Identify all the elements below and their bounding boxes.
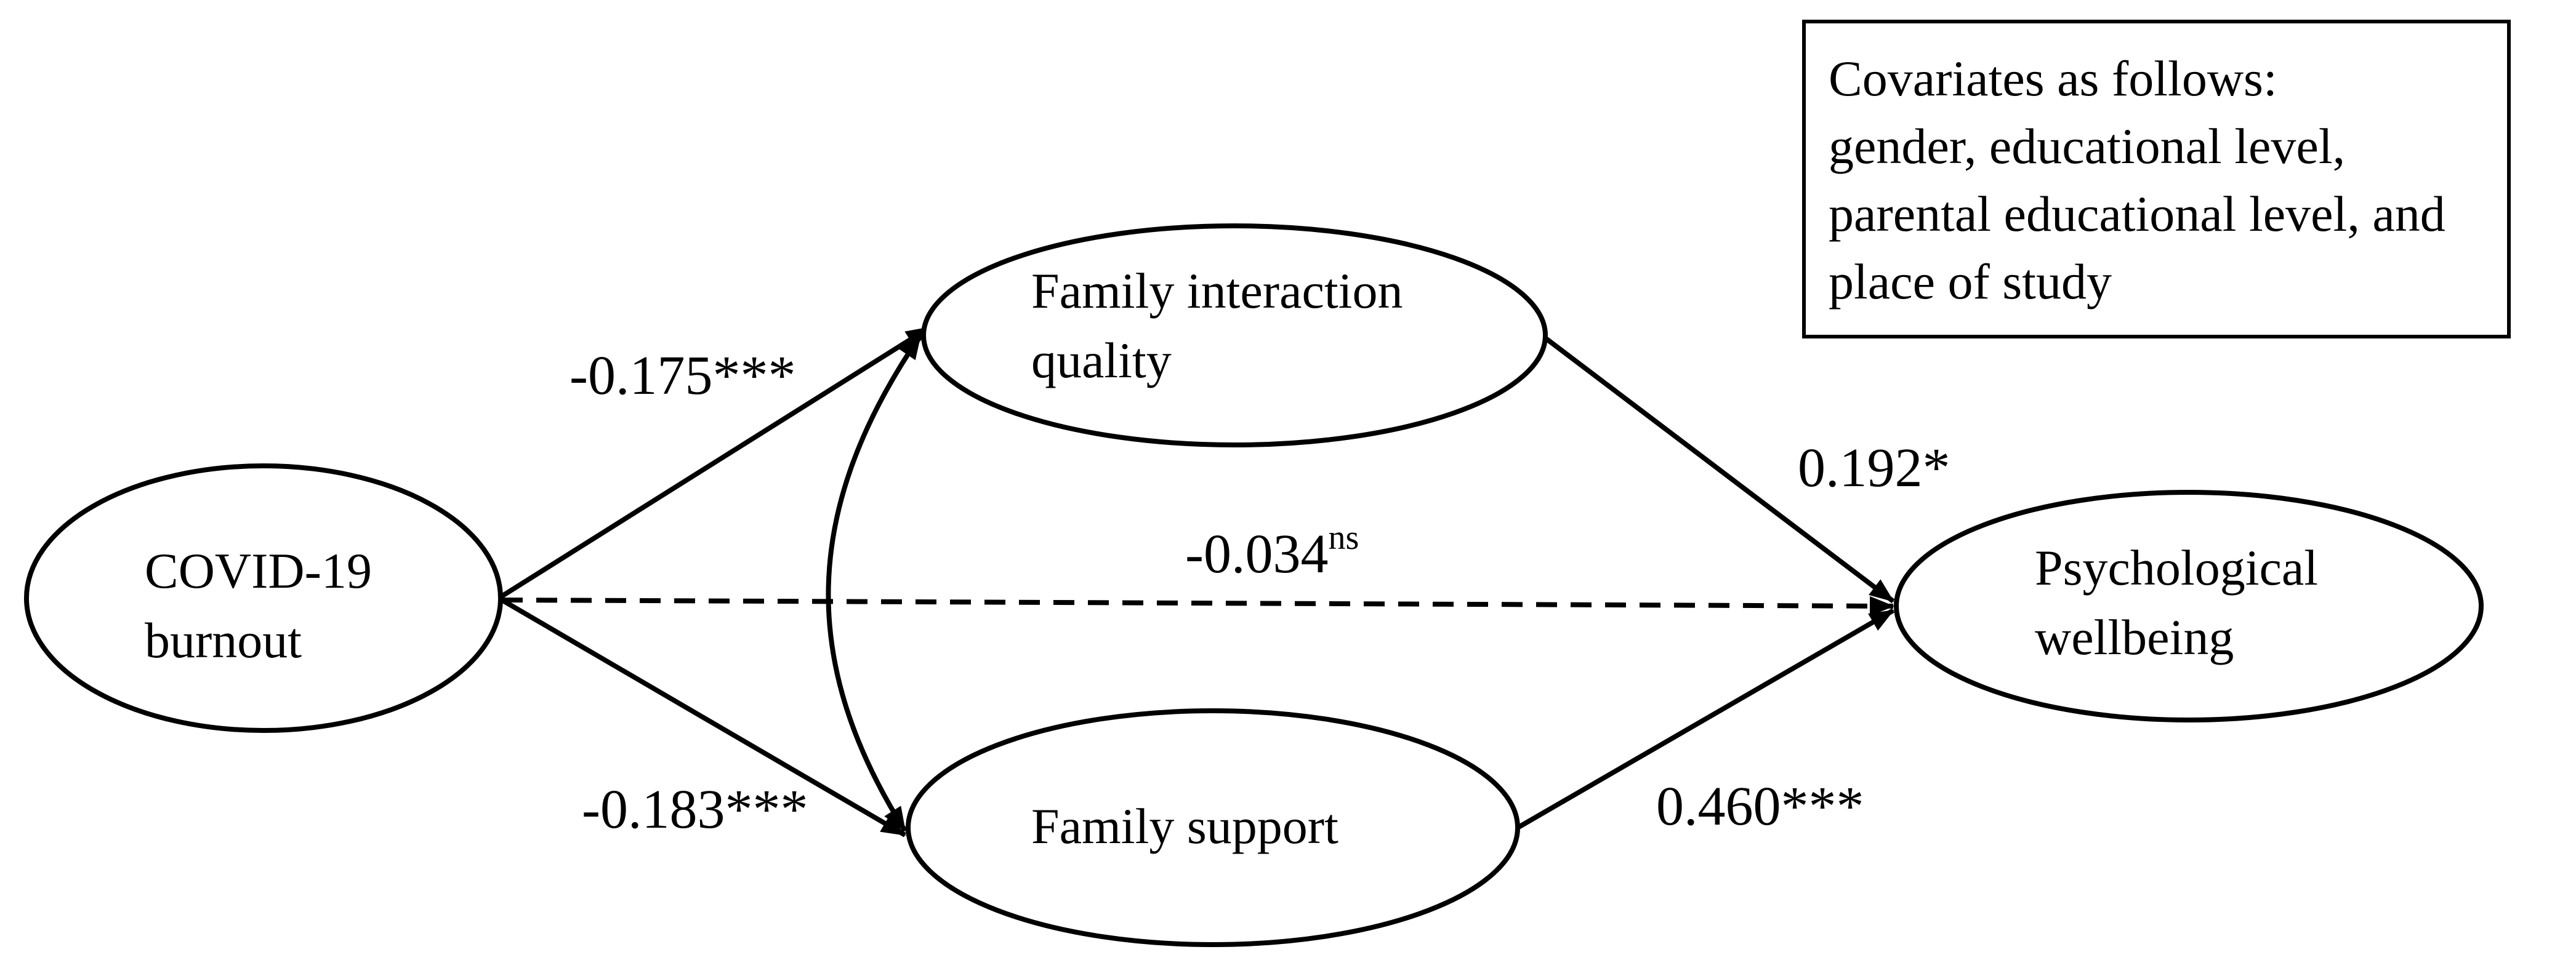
path-burnout-to-interaction [497, 325, 932, 601]
coef-burnout-to-wellbeing: -0.034ns [1185, 519, 1359, 585]
coef-support-to-wellbeing: 0.460*** [1656, 776, 1864, 837]
node-covid-burnout-line-2: burnout [145, 612, 302, 668]
coef-interaction-to-wellbeing: 0.192* [1798, 438, 1950, 498]
node-psych-wellbeing-line-1: Psychological [2035, 540, 2318, 596]
coef-burnout-to-wellbeing-sup: ns [1328, 519, 1359, 557]
node-family-interaction-line-1: Family interaction [1031, 263, 1403, 319]
node-family-support-label: Family support [1031, 798, 1338, 854]
node-family-support: Family support [906, 708, 1520, 947]
node-covid-burnout-line-1: COVID-19 [145, 543, 372, 599]
covariates-line-1: Covariates as follows: [1829, 50, 2277, 106]
path-support-to-wellbeing [1516, 608, 1895, 830]
coef-burnout-to-support: -0.183*** [582, 779, 808, 840]
coef-burnout-to-wellbeing-value: -0.034 [1185, 524, 1328, 585]
path-burnout-to-support [497, 596, 907, 838]
covariates-box: Covariates as follows: gender, education… [1802, 20, 2511, 338]
path-interaction-to-wellbeing [1534, 329, 1895, 604]
covariates-line-3: parental educational level, and [1829, 186, 2445, 242]
coef-burnout-to-interaction: -0.175*** [570, 345, 795, 406]
node-psych-wellbeing: Psychological wellbeing [1894, 490, 2484, 722]
node-covid-burnout: COVID-19 burnout [24, 463, 503, 733]
path-burnout-to-wellbeing [501, 596, 1894, 616]
node-psych-wellbeing-line-2: wellbeing [2035, 609, 2234, 665]
node-family-interaction: Family interaction quality [921, 223, 1548, 447]
covariates-line-2: gender, educational level, [1829, 118, 2345, 174]
covariates-line-4: place of study [1829, 254, 2112, 310]
mediator-covariance-curve [826, 334, 923, 833]
node-family-interaction-line-2: quality [1031, 332, 1172, 388]
